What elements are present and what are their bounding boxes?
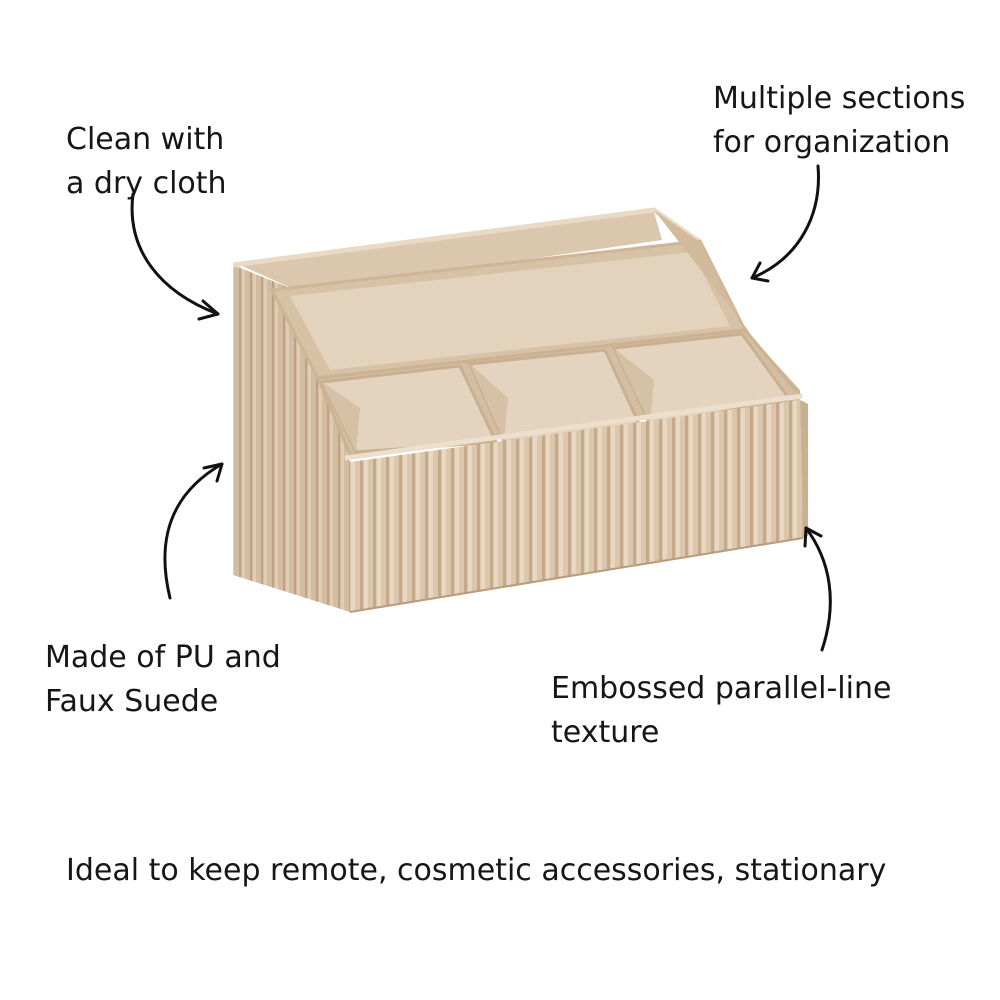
callout-clean-line1: Clean with (66, 122, 225, 157)
callout-sections-line1: Multiple sections (713, 81, 966, 116)
callout-sections-line2: for organization (713, 125, 951, 160)
right-end-face (800, 400, 808, 538)
callout-clean-line2: a dry cloth (66, 166, 227, 201)
arrow-texture (803, 526, 832, 652)
callout-material: Made of PU and Faux Suede (45, 636, 281, 724)
callout-texture: Embossed parallel-line texture (551, 667, 891, 755)
left-side-panel (233, 265, 350, 612)
callout-material-line2: Faux Suede (45, 684, 219, 719)
callout-texture-line1: Embossed parallel-line (551, 671, 892, 706)
desk-organizer (232, 207, 808, 613)
rear-compartment-inner (290, 252, 730, 370)
front-ribbed-panel (350, 400, 803, 612)
callout-texture-line2: texture (551, 715, 660, 750)
front-top-edge (344, 393, 803, 461)
callout-sections: Multiple sections for organization (713, 77, 965, 165)
callout-material-line1: Made of PU and (45, 640, 281, 675)
callout-clean: Clean with a dry cloth (66, 118, 227, 206)
arrow-clean (130, 192, 220, 321)
back-panel (240, 212, 662, 292)
arrow-material (163, 462, 224, 600)
arrow-sections (750, 164, 820, 283)
footer-caption: Ideal to keep remote, cosmetic accessori… (66, 853, 887, 888)
